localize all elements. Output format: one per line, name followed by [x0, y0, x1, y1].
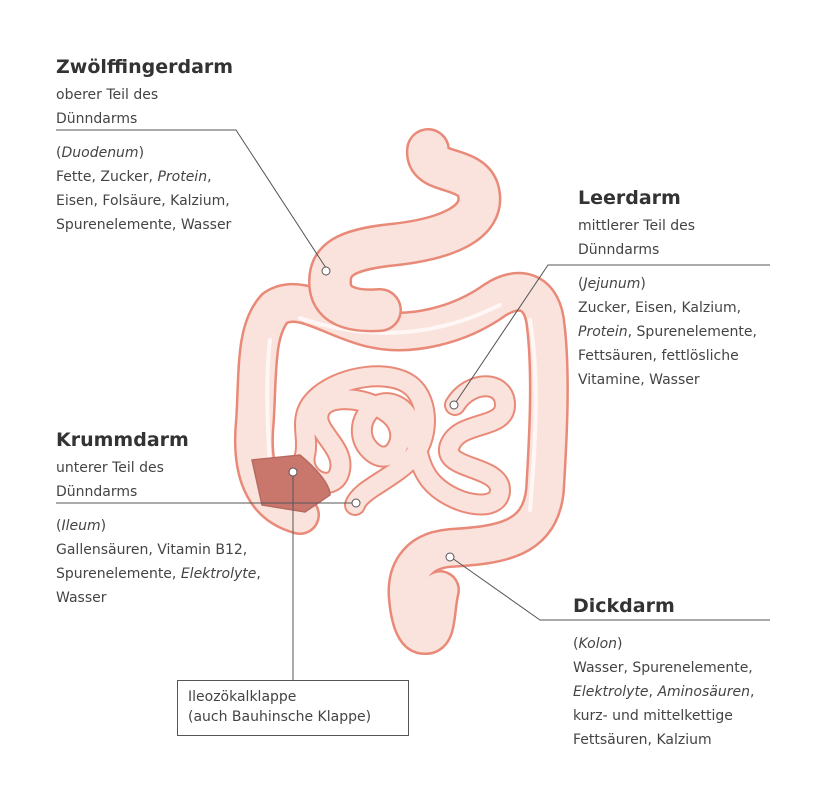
nutrient-line: Spurenelemente, Wasser	[56, 217, 232, 233]
nutrient-line: Protein, Spurenelemente,	[578, 324, 757, 340]
section-jejunum: Leerdarm mittlerer Teil des Dünndarms (J…	[578, 186, 778, 392]
duodenum-title: Zwölffingerdarm	[56, 56, 234, 78]
nutrient-line: Zucker, Eisen, Kalzium,	[578, 300, 742, 316]
dot-valve	[288, 467, 298, 477]
valve-label-line1: Ileozökalklappe	[188, 689, 297, 705]
nutrient-line: Vitamine, Wasser	[578, 372, 700, 388]
dot-colon	[445, 552, 455, 562]
leader-jejunum	[455, 264, 770, 403]
leader-colon	[451, 557, 770, 621]
duodenum-nutrients: (Duodenum) Fette, Zucker, Protein, Eisen, …	[56, 141, 276, 237]
nutrient-line: Elektrolyte, Aminosäuren,	[573, 684, 755, 700]
nutrient-line: Wasser	[56, 590, 107, 606]
jejunum-nutrients: (Jejunum) Zucker, Eisen, Kalzium, Protein,…	[578, 272, 778, 392]
ileum-subtitle-line: Dünndarms	[56, 484, 138, 500]
nutrient-line: Spurenelemente, Elektrolyte,	[56, 566, 261, 582]
jejunum-subtitle-line: Dünndarms	[578, 242, 660, 258]
nutrient-line: Eisen, Folsäure, Kalzium,	[56, 193, 230, 209]
section-ileum: Krummdarm unterer Teil des Dünndarms (Il…	[56, 428, 286, 610]
dot-jejunum	[449, 400, 459, 410]
section-duodenum: Zwölffingerdarm oberer Teil des Dünndarm…	[56, 55, 276, 237]
dot-duodenum	[321, 266, 331, 276]
dot-ileum	[351, 498, 361, 508]
ileum-subtitle-line: unterer Teil des	[56, 460, 164, 476]
colon-nutrients: (Kolon) Wasser, Spurenelemente, Elektrolyt…	[573, 632, 793, 752]
jejunum-subtitle-line: mittlerer Teil des	[578, 218, 696, 234]
ileocecal-valve-label: Ileozökalklappe (auch Bauhinsche Klappe)	[177, 680, 409, 736]
colon-title: Dickdarm	[573, 595, 675, 617]
jejunum-title: Leerdarm	[578, 187, 681, 209]
nutrient-line: Gallensäuren, Vitamin B12,	[56, 542, 248, 558]
nutrient-line: kurz- und mittelkettige	[573, 708, 733, 724]
latin-name: (Ileum)	[56, 518, 107, 534]
ileum-title: Krummdarm	[56, 429, 189, 451]
latin-name: (Kolon)	[573, 636, 623, 652]
valve-label-line2: (auch Bauhinsche Klappe)	[188, 709, 372, 725]
duodenum-subtitle-line: Dünndarms	[56, 111, 138, 127]
nutrient-line: Fette, Zucker, Protein,	[56, 169, 212, 185]
ileum-nutrients: (Ileum) Gallensäuren, Vitamin B12, Spurene…	[56, 514, 286, 610]
nutrient-line: Wasser, Spurenelemente,	[573, 660, 753, 676]
nutrient-line: Fettsäuren, fettlösliche	[578, 348, 739, 364]
ileocecal-valve-shape	[251, 454, 331, 513]
section-colon: Dickdarm (Kolon) Wasser, Spurenelemente, E…	[573, 594, 793, 752]
latin-name: (Duodenum)	[56, 145, 145, 161]
leader-duodenum	[56, 129, 327, 269]
nutrient-line: Fettsäuren, Kalzium	[573, 732, 712, 748]
latin-name: (Jejunum)	[578, 276, 646, 292]
duodenum-subtitle-line: oberer Teil des	[56, 87, 159, 103]
